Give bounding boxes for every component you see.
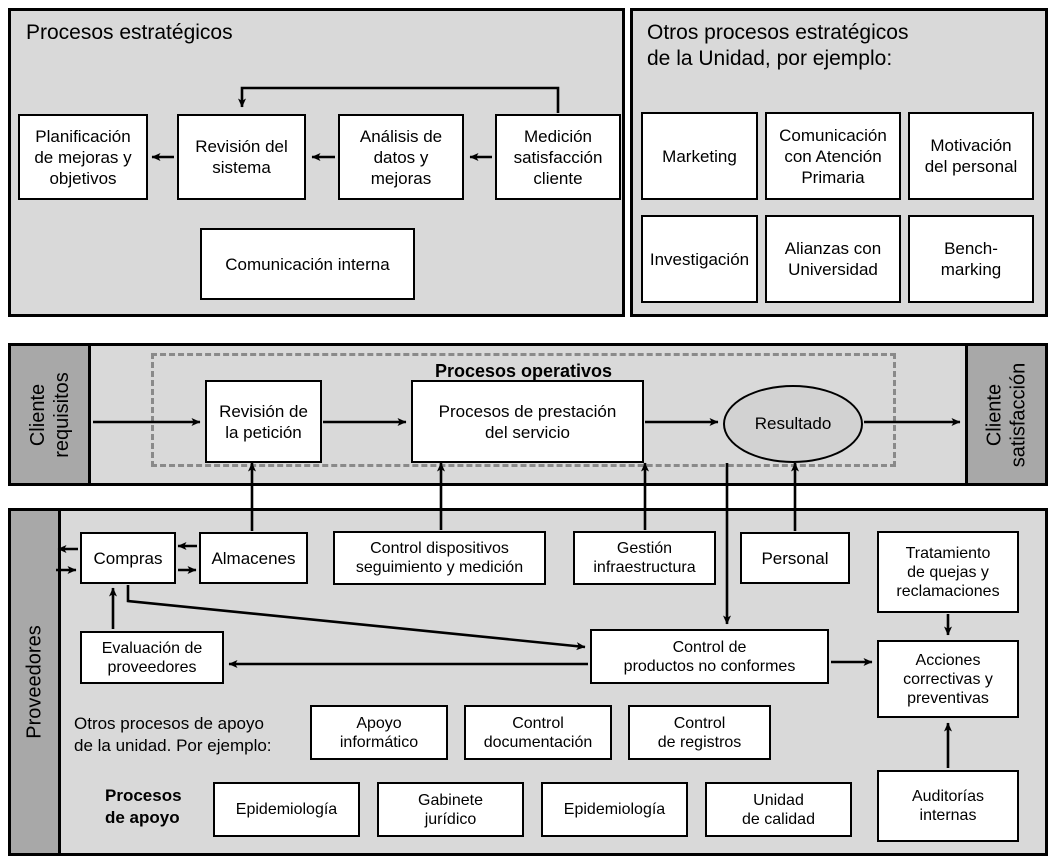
client-satisfaction-label: Cliente satisfacción: [983, 362, 1030, 467]
box-personal[interactable]: Personal: [740, 532, 850, 584]
box-marketing[interactable]: Marketing: [641, 112, 758, 200]
box-revision-sistema[interactable]: Revisión del sistema: [177, 114, 306, 200]
box-evaluacion-proveedores[interactable]: Evaluación de proveedores: [80, 631, 224, 684]
box-auditorias-internas[interactable]: Auditorías internas: [877, 770, 1019, 842]
box-procesos-prestacion-servicio[interactable]: Procesos de prestación del servicio: [411, 380, 644, 463]
box-motivacion-personal[interactable]: Motivación del personal: [908, 112, 1034, 200]
box-control-registros[interactable]: Control de registros: [628, 705, 771, 760]
box-epidemiologia-2[interactable]: Epidemiología: [541, 782, 688, 837]
suppliers-sidebar: Proveedores: [8, 508, 61, 856]
box-unidad-calidad[interactable]: Unidad de calidad: [705, 782, 852, 837]
box-gestion-infraestructura[interactable]: Gestión infraestructura: [573, 531, 716, 585]
box-control-dispositivos-seguimiento-medicion[interactable]: Control dispositivos seguimiento y medic…: [333, 531, 546, 585]
box-acciones-correctivas-preventivas[interactable]: Acciones correctivas y preventivas: [877, 640, 1019, 718]
box-benchmarking[interactable]: Bench- marking: [908, 215, 1034, 303]
box-gabinete-juridico[interactable]: Gabinete jurídico: [377, 782, 524, 837]
box-comunicacion-interna[interactable]: Comunicación interna: [200, 228, 415, 300]
box-analisis-datos-mejoras[interactable]: Análisis de datos y mejoras: [338, 114, 464, 200]
box-control-productos-no-conformes[interactable]: Control de productos no conformes: [590, 629, 829, 684]
support-processes-group-label: Procesos de apoyo: [105, 786, 182, 827]
box-control-documentacion[interactable]: Control documentación: [464, 705, 612, 760]
box-medicion-satisfaccion-cliente[interactable]: Medición satisfacción cliente: [495, 114, 621, 200]
box-investigacion[interactable]: Investigación: [641, 215, 758, 303]
box-planificacion-mejoras-objetivos[interactable]: Planificación de mejoras y objetivos: [18, 114, 148, 200]
box-compras[interactable]: Compras: [80, 532, 176, 584]
client-requirements-sidebar: Cliente requisitos: [8, 343, 91, 486]
suppliers-label: Proveedores: [23, 625, 46, 739]
box-alianzas-universidad[interactable]: Alianzas con Universidad: [765, 215, 901, 303]
node-resultado[interactable]: Resultado: [723, 385, 863, 463]
operative-processes-title: Procesos operativos: [434, 361, 613, 381]
strategic-processes-title: Procesos estratégicos: [26, 21, 233, 44]
client-satisfaction-sidebar: Cliente satisfacción: [965, 343, 1048, 486]
box-almacenes[interactable]: Almacenes: [199, 532, 308, 584]
operative-processes-dashed-boundary: Procesos operativos: [151, 353, 896, 467]
box-epidemiologia-1[interactable]: Epidemiología: [213, 782, 360, 837]
other-support-processes-label: Otros procesos de apoyo de la unidad. Po…: [74, 714, 272, 755]
other-strategic-processes-title: Otros procesos estratégicos de la Unidad…: [647, 21, 909, 70]
box-comunicacion-atencion-primaria[interactable]: Comunicación con Atención Primaria: [765, 112, 901, 200]
client-requirements-label: Cliente requisitos: [26, 371, 73, 458]
box-tratamiento-quejas-reclamaciones[interactable]: Tratamiento de quejas y reclamaciones: [877, 531, 1019, 613]
box-apoyo-informatico[interactable]: Apoyo informático: [310, 705, 448, 760]
box-revision-peticion[interactable]: Revisión de la petición: [205, 380, 322, 463]
